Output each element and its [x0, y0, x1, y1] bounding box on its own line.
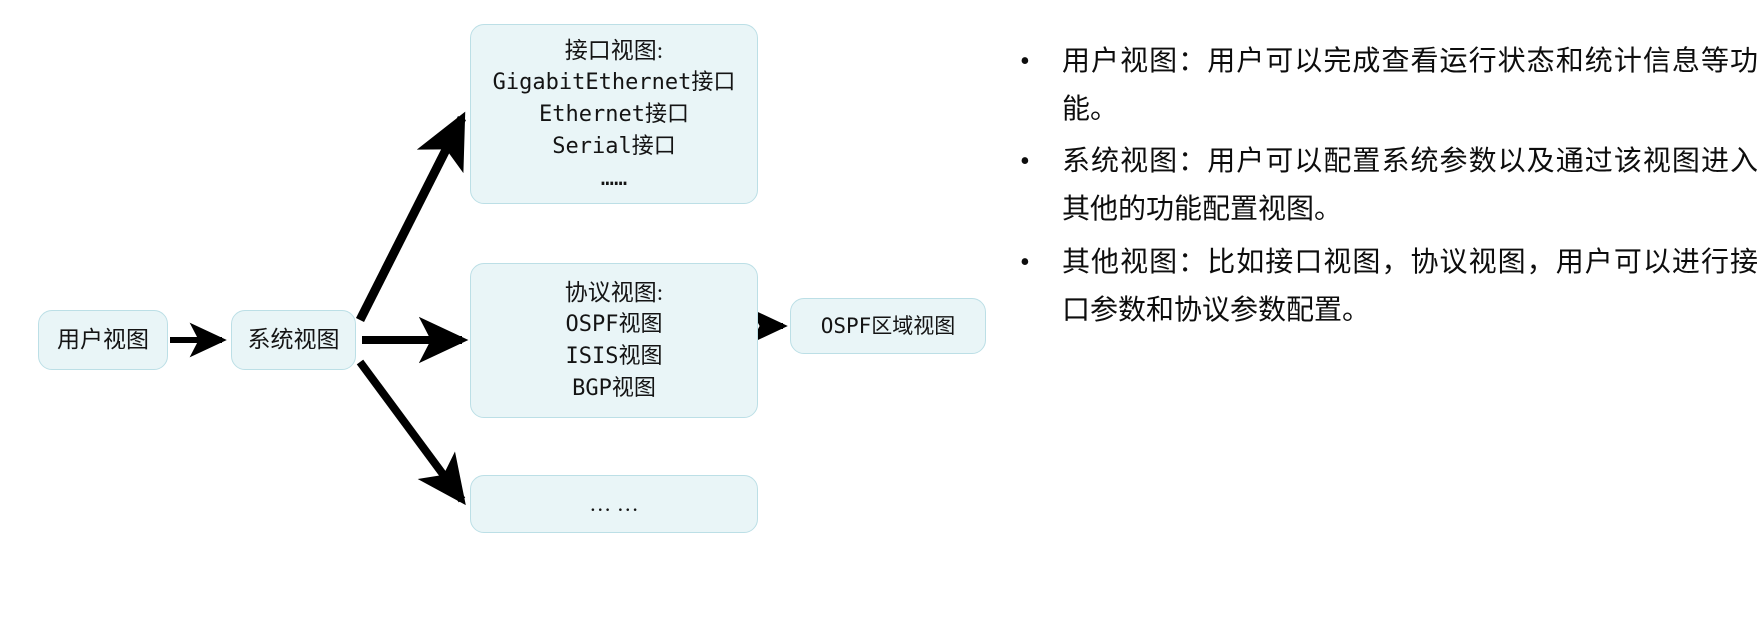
node-interface-view-line-2: Ethernet接口: [539, 101, 689, 127]
node-interface-view-title: 接口视图:: [564, 37, 664, 63]
node-other-view[interactable]: … …: [470, 475, 758, 533]
node-interface-view-line-4: ……: [600, 165, 628, 191]
bullet-marker-icon: •: [1020, 46, 1030, 77]
node-protocol-view-title: 协议视图:: [564, 279, 664, 305]
arrow-system-to-other: [356, 359, 466, 506]
node-protocol-view[interactable]: 协议视图: OSPF视图 ISIS视图 BGP视图: [470, 263, 758, 418]
bullet-item-system-view: • 系统视图：用户可以配置系统参数以及通过该视图进入其他的功能配置视图。: [1006, 138, 1758, 234]
bullet-text-user-view: 用户视图：用户可以完成查看运行状态和统计信息等功能。: [1062, 46, 1758, 126]
bullet-text-system-view: 系统视图：用户可以配置系统参数以及通过该视图进入其他的功能配置视图。: [1062, 146, 1758, 226]
node-system-view-label: 系统视图: [247, 327, 340, 353]
node-interface-view[interactable]: 接口视图: GigabitEthernet接口 Ethernet接口 Seria…: [470, 24, 758, 204]
bullet-item-other-view: • 其他视图：比如接口视图，协议视图，用户可以进行接口参数和协议参数配置。: [1006, 239, 1758, 335]
explanation-bullet-list: • 用户视图：用户可以完成查看运行状态和统计信息等功能。 • 系统视图：用户可以…: [1006, 38, 1758, 339]
node-protocol-view-line-2: ISIS视图: [565, 344, 663, 370]
node-protocol-view-line-3: BGP视图: [572, 376, 656, 402]
node-ospf-area-view-label: OSPF区域视图: [820, 313, 956, 338]
node-user-view[interactable]: 用户视图: [38, 310, 168, 370]
node-protocol-view-line-1: OSPF视图: [565, 312, 663, 338]
bullet-item-user-view: • 用户视图：用户可以完成查看运行状态和统计信息等功能。: [1006, 38, 1758, 134]
bullet-marker-icon: •: [1020, 146, 1030, 178]
bullet-text-other-view: 其他视图：比如接口视图，协议视图，用户可以进行接口参数和协议参数配置。: [1062, 246, 1758, 326]
node-user-view-label: 用户视图: [57, 327, 149, 353]
node-interface-view-line-1: GigabitEthernet接口: [492, 69, 736, 95]
bullet-marker-icon: •: [1020, 246, 1030, 278]
node-system-view[interactable]: 系统视图: [231, 310, 356, 370]
node-other-view-label: … …: [589, 491, 639, 517]
arrow-system-to-interface: [355, 111, 467, 323]
node-ospf-area-view[interactable]: OSPF区域视图: [790, 298, 986, 354]
node-interface-view-line-3: Serial接口: [552, 133, 676, 159]
